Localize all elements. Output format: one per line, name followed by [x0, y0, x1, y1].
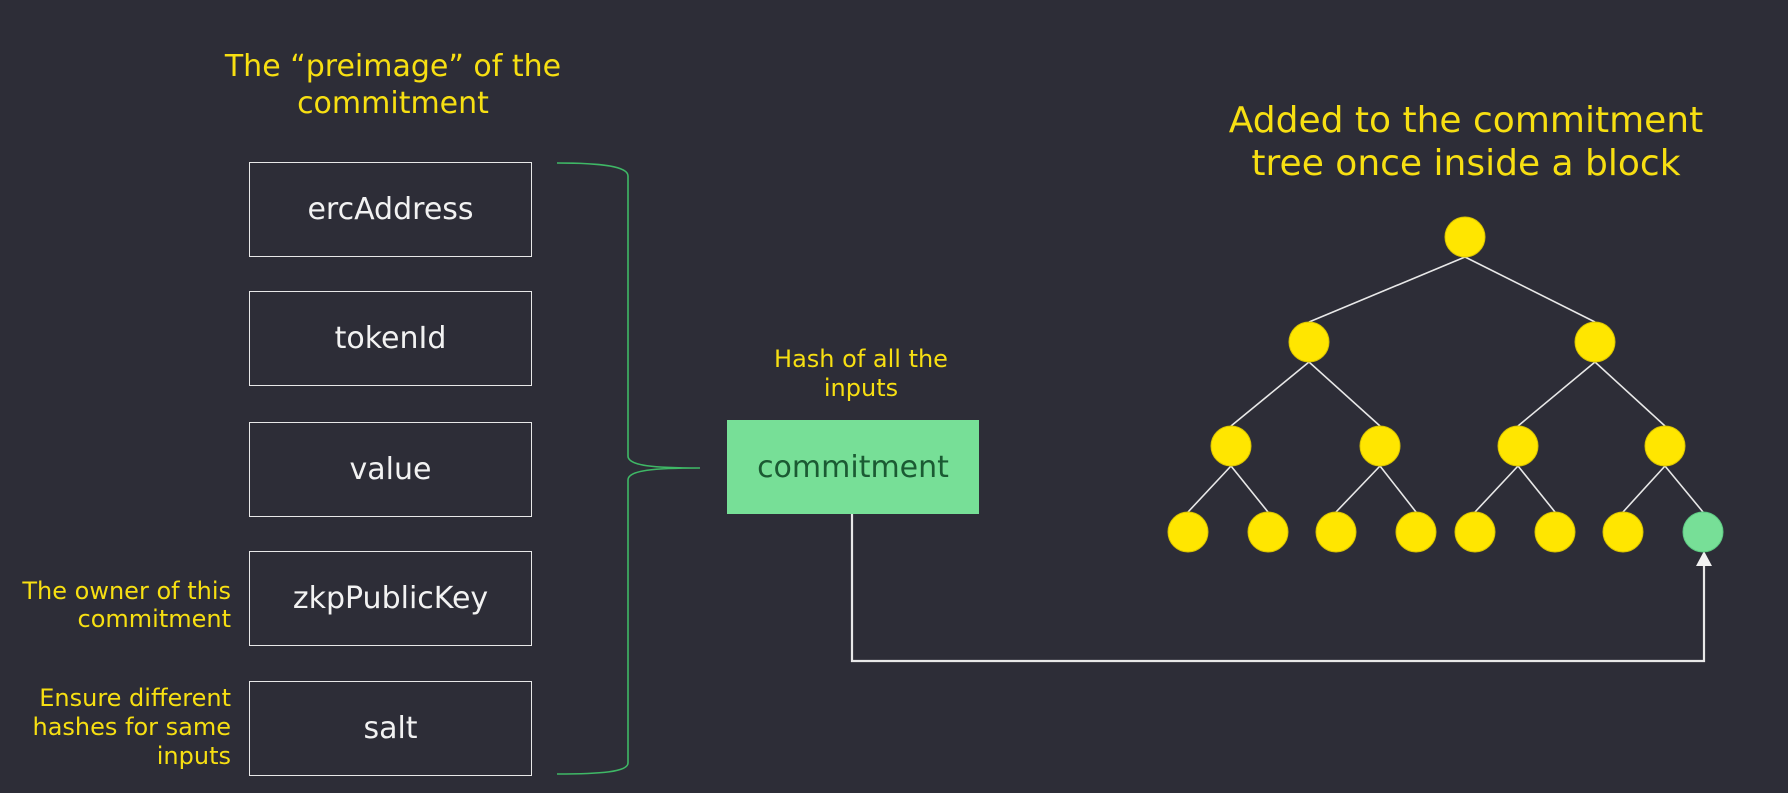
tree-leaf-node [1315, 511, 1357, 553]
salt-note-line-3: inputs [156, 742, 231, 770]
tree-leaf-node [1167, 511, 1209, 553]
salt-note-line-2: hashes for same [32, 713, 231, 741]
field-value: value [249, 422, 532, 517]
tree-edge [1664, 465, 1704, 513]
tree-edge [1308, 361, 1381, 427]
tree-leaf-node [1534, 511, 1576, 553]
tree-title: Added to the commitment tree once inside… [1166, 99, 1766, 185]
commitment-note: Hash of all the inputs [721, 345, 1001, 403]
tree-edge [1517, 465, 1556, 513]
tree-leaf-node [1602, 511, 1644, 553]
tree-internal-node [1210, 425, 1252, 467]
tree-title-line-1: Added to the commitment [1228, 100, 1704, 141]
tree-leaf-node [1454, 511, 1496, 553]
tree-leaf-new-commitment [1682, 511, 1724, 553]
salt-note: Ensure different hashes for same inputs [0, 684, 231, 771]
tree-internal-node [1644, 425, 1686, 467]
tree-internal-node [1574, 321, 1616, 363]
field-erc-address: ercAddress [249, 162, 532, 257]
tree-edges [1187, 256, 1704, 513]
tree-edge [1379, 465, 1417, 513]
commitment-to-leaf-connector [850, 514, 1706, 663]
tree-edge [1230, 361, 1310, 427]
preimage-title-line-1: The “preimage” of the [224, 49, 562, 84]
field-token-id: tokenId [249, 291, 532, 386]
owner-note-line-2: commitment [77, 605, 231, 633]
tree-leaf-node [1395, 511, 1437, 553]
tree-internal-node [1288, 321, 1330, 363]
tree-edge [1308, 256, 1466, 323]
owner-note: The owner of this commitment [0, 577, 231, 633]
field-salt-label: salt [363, 711, 418, 746]
tree-edge [1230, 465, 1269, 513]
commitment-box: commitment [727, 420, 979, 514]
field-token-id-label: tokenId [334, 321, 447, 356]
tree-edge [1187, 465, 1232, 513]
tree-edge [1622, 465, 1666, 513]
field-erc-address-label: ercAddress [307, 192, 474, 227]
tree-leaf-node [1247, 511, 1289, 553]
arrow-head-icon [1696, 551, 1712, 566]
preimage-title: The “preimage” of the commitment [193, 48, 593, 122]
tree-internal-node [1497, 425, 1539, 467]
tree-edge [1464, 256, 1596, 323]
field-zkp-public-key-label: zkpPublicKey [292, 581, 489, 616]
preimage-title-line-2: commitment [297, 86, 489, 121]
commitment-note-line-1: Hash of all the [774, 345, 948, 373]
field-value-label: value [349, 452, 432, 487]
commitment-label: commitment [757, 449, 949, 485]
tree-internal-node [1359, 425, 1401, 467]
grouping-brace [556, 162, 701, 775]
tree-edge [1517, 361, 1596, 427]
tree-edge [1474, 465, 1519, 513]
field-salt: salt [249, 681, 532, 776]
owner-note-line-1: The owner of this [22, 577, 231, 605]
tree-edge [1594, 361, 1666, 427]
commitment-note-line-2: inputs [823, 374, 899, 402]
tree-nodes [1167, 216, 1724, 553]
tree-title-line-2: tree once inside a block [1251, 143, 1681, 184]
tree-edge [1335, 465, 1381, 513]
salt-note-line-1: Ensure different [39, 684, 231, 712]
field-zkp-public-key: zkpPublicKey [249, 551, 532, 646]
tree-root-node [1444, 216, 1486, 258]
